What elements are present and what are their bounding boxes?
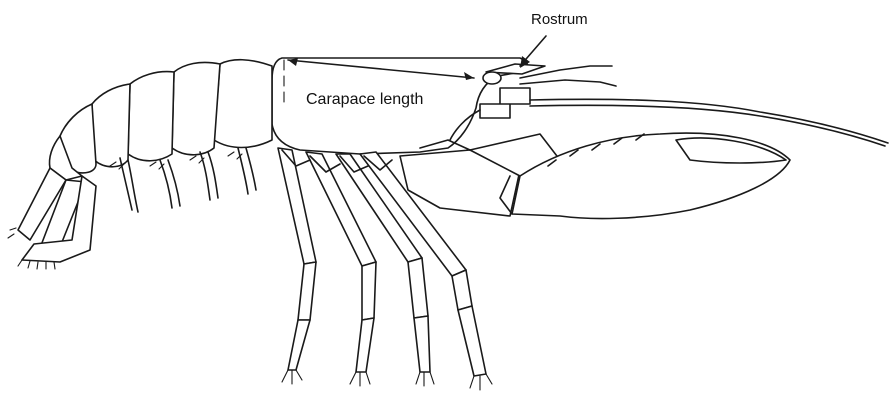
abdomen-segment-2 bbox=[172, 62, 220, 154]
antenna-base bbox=[480, 88, 530, 118]
rostrum-pointer bbox=[520, 36, 546, 68]
abdomen-segment-1 bbox=[214, 60, 272, 148]
claw-finger bbox=[676, 138, 786, 163]
antennule-lower bbox=[520, 80, 616, 86]
swimmerets bbox=[110, 148, 256, 212]
abdomen-segment-3 bbox=[128, 72, 174, 161]
rostrum-label: Rostrum bbox=[531, 11, 588, 28]
abdomen-segment-4 bbox=[92, 84, 130, 167]
eye bbox=[483, 72, 501, 84]
carapace-length-label: Carapace length bbox=[306, 91, 423, 108]
